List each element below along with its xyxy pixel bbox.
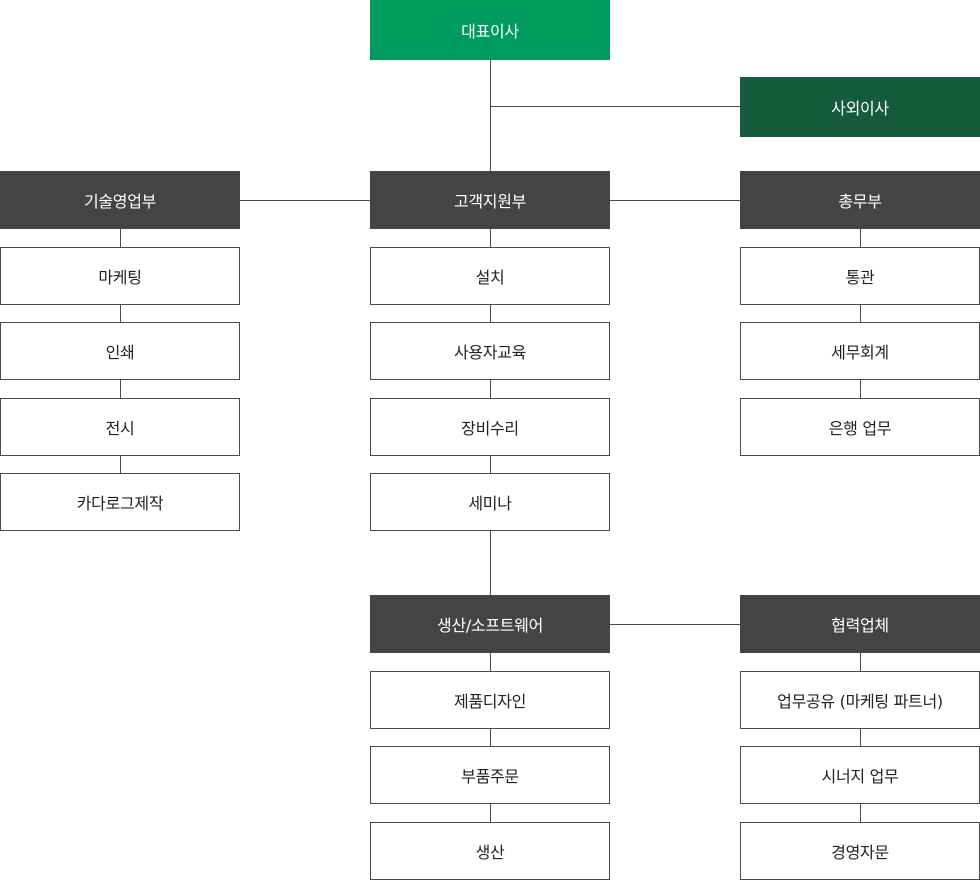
connector-partners-column bbox=[860, 653, 861, 822]
tech-sales-item-catalog: 카다로그제작 bbox=[0, 473, 240, 531]
dept-production-software: 생산/소프트웨어 bbox=[370, 595, 610, 653]
connector-ceo-to-support bbox=[490, 60, 491, 171]
connector-support-to-general bbox=[610, 200, 740, 201]
connector-to-board bbox=[490, 106, 740, 107]
support-item-user-training: 사용자교육 bbox=[370, 322, 610, 380]
partners-item-sharing: 업무공유 (마케팅 파트너) bbox=[740, 671, 980, 729]
dept-tech-sales: 기술영업부 bbox=[0, 171, 240, 229]
support-item-seminar: 세미나 bbox=[370, 473, 610, 531]
general-item-banking: 은행 업무 bbox=[740, 398, 980, 456]
dept-general-affairs: 총무부 bbox=[740, 171, 980, 229]
dept-partners: 협력업체 bbox=[740, 595, 980, 653]
tech-sales-item-exhibition: 전시 bbox=[0, 398, 240, 456]
partners-item-consulting: 경영자문 bbox=[740, 822, 980, 880]
production-item-design: 제품디자인 bbox=[370, 671, 610, 729]
board-box: 사외이사 bbox=[740, 77, 980, 137]
connector-tech-sales-to-support bbox=[240, 200, 370, 201]
tech-sales-item-printing: 인쇄 bbox=[0, 322, 240, 380]
support-item-installation: 설치 bbox=[370, 247, 610, 305]
general-item-customs: 통관 bbox=[740, 247, 980, 305]
connector-production-to-partners bbox=[610, 624, 740, 625]
ceo-box: 대표이사 bbox=[370, 0, 610, 60]
dept-customer-support: 고객지원부 bbox=[370, 171, 610, 229]
production-item-parts-order: 부품주문 bbox=[370, 746, 610, 804]
partners-item-synergy: 시너지 업무 bbox=[740, 746, 980, 804]
general-item-accounting: 세무회계 bbox=[740, 322, 980, 380]
tech-sales-item-marketing: 마케팅 bbox=[0, 247, 240, 305]
production-item-production: 생산 bbox=[370, 822, 610, 880]
connector-production-column bbox=[490, 653, 491, 822]
support-item-repair: 장비수리 bbox=[370, 398, 610, 456]
connector-general-column bbox=[860, 229, 861, 398]
